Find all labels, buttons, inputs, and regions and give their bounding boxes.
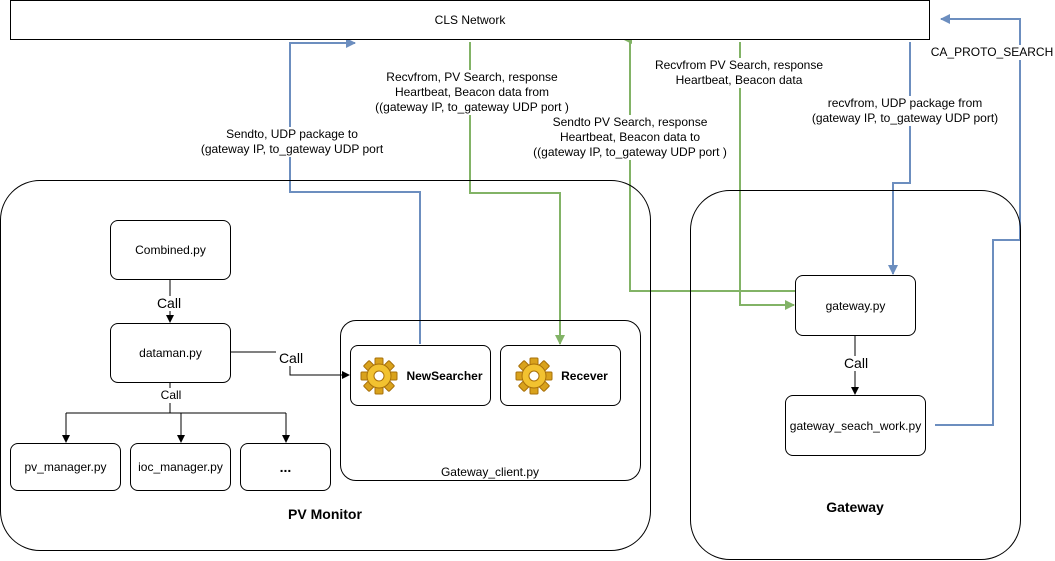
label-recvfrom-client-line2: Heartbeat, Beacon data from [394,85,550,99]
node-gateway-py: gateway.py [795,275,916,336]
node-newsearcher: NewSearcher [350,345,491,406]
node-recever: Recever [500,345,621,406]
label-sendto-gateway-line2: Heartbeat, Beacon data to [559,130,701,144]
label-recvfrom-gateway-udp-line2: (gateway IP, to_gateway UDP port) [811,111,999,125]
node-ioc-manager: ioc_manager.py [130,443,231,491]
node-pv-manager: pv_manager.py [10,443,121,491]
label-sendto-gateway: Sendto PV Search, response Heartbeat, Be… [530,115,730,160]
pv-monitor-container [0,180,651,551]
label-sendto-gateway-line1: Sendto PV Search, response [552,115,708,129]
label-recvfrom-gateway-top-line1: Recvfrom PV Search, response [654,58,824,72]
gateway-title: Gateway [826,499,884,515]
label-sendto-line2: (gateway IP, to_gateway UDP port [200,142,384,156]
node-recever-label: Recever [561,368,608,383]
label-recvfrom-gateway-top: Recvfrom PV Search, response Heartbeat, … [650,58,828,88]
gear-icon [513,355,555,397]
label-recvfrom-client: Recvfrom, PV Search, response Heartbeat,… [370,70,574,115]
node-gateway-search-work-label: gateway_seach_work.py [789,418,922,433]
label-recvfrom-gateway-top-line2: Heartbeat, Beacon data [675,73,803,87]
label-sendto: Sendto, UDP package to (gateway IP, to_g… [196,127,388,157]
node-dataman: dataman.py [110,323,231,383]
node-combined: Combined.py [110,220,231,280]
cls-network-label: CLS Network [434,13,506,27]
node-dataman-label: dataman.py [139,346,202,360]
label-call-gateway: Call [841,356,871,371]
gateway-client-title: Gateway_client.py [440,465,540,479]
node-more: ... [240,443,331,491]
node-pv-manager-label: pv_manager.py [24,460,107,474]
cls-network-bar: CLS Network [10,0,930,40]
label-call-combined-dataman: Call [154,296,184,311]
label-ca-proto-search: CA_PROTO_SEARCH [930,45,1054,60]
label-recvfrom-client-line3: ((gateway IP, to_gateway UDP port ) [375,100,569,114]
node-gateway-search-work: gateway_seach_work.py [785,395,926,456]
label-sendto-line1: Sendto, UDP package to [226,127,358,141]
label-call-dataman-client: Call [276,351,306,366]
node-newsearcher-label: NewSearcher [406,368,483,383]
label-recvfrom-gateway-udp: recvfrom, UDP package from (gateway IP, … [808,96,1002,126]
gateway-client-container [340,320,641,481]
node-ioc-manager-label: ioc_manager.py [138,460,223,474]
label-sendto-gateway-line3: ((gateway IP, to_gateway UDP port ) [533,145,727,159]
node-more-label: ... [279,459,292,475]
pv-monitor-title: PV Monitor [288,506,362,522]
label-recvfrom-gateway-udp-line1: recvfrom, UDP package from [827,96,983,110]
label-recvfrom-client-line1: Recvfrom, PV Search, response [386,70,558,84]
node-combined-label: Combined.py [135,243,206,257]
gear-icon [358,355,400,397]
node-gateway-py-label: gateway.py [825,298,886,313]
label-call-dataman-children: Call [156,388,186,403]
gateway-container [690,190,1021,560]
